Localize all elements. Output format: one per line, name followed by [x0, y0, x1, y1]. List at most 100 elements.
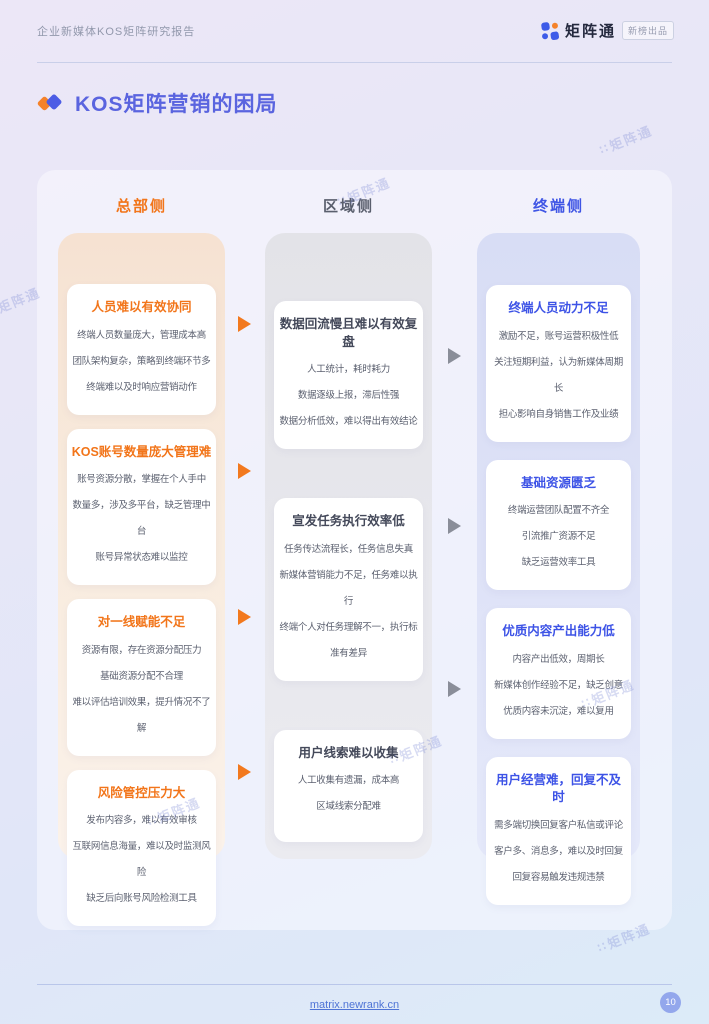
card-list: 人员难以有效协同 终端人员数量庞大，管理成本高团队架构复杂，策略到终端环节多终端…	[58, 233, 225, 926]
card-title: 宣发任务执行效率低	[292, 514, 405, 528]
double-diamond-icon	[36, 91, 64, 115]
arrow-right-icon	[238, 463, 251, 479]
card-body: 资源有限，存在资源分配压力基础资源分配不合理难以评估培训效果，提升情况不了解	[71, 638, 212, 742]
card-title: 用户线索难以收集	[298, 745, 399, 760]
card-text-line: 内容产出低效，周期长	[512, 653, 605, 665]
arrow-right-icon	[238, 316, 251, 332]
card-text-line: 终端运营团队配置不齐全	[507, 505, 610, 516]
card-text-line: 终端人员数量庞大，管理成本高	[77, 329, 206, 341]
card-text-line: 账号资源分散，掌握在个人手中	[77, 474, 206, 485]
problem-card: 用户经营难，回复不及时 需多端切换回复客户私信或评论客户多、消息多，难以及时回复…	[486, 756, 631, 905]
column-headers: 总部侧 区域侧 终端侧	[37, 170, 672, 216]
card-text-line: 缺乏后向账号风险检测工具	[86, 893, 197, 904]
card-body: 激励不足，账号运营积极性低关注短期利益，认为新媒体周期长担心影响自身销售工作及业…	[490, 324, 627, 428]
card-text-line: 缺乏运营效率工具	[521, 557, 596, 568]
watermark: ∷矩阵通	[597, 123, 655, 157]
problem-card: 用户线索难以收集 人工收集有遗漏，成本高区域线索分配难	[274, 729, 423, 842]
card-text-line: 引流推广资源不足	[521, 531, 596, 542]
card-list: 数据回流慢且难以有效复盘 人工统计，耗时耗力数据逐级上报，滞后性强数据分析低效，…	[265, 233, 432, 842]
problem-card: 数据回流慢且难以有效复盘 人工统计，耗时耗力数据逐级上报，滞后性强数据分析低效，…	[274, 301, 423, 449]
brand-name: 矩阵通	[564, 23, 616, 40]
footer-divider	[37, 984, 672, 985]
problem-card: 宣发任务执行效率低 任务传达流程长，任务信息失真新媒体营销能力不足，任务难以执行…	[274, 498, 423, 681]
card-body: 终端人员数量庞大，管理成本高团队架构复杂，策略到终端环节多终端难以及时响应营销动…	[71, 323, 212, 401]
card-text-line: 客户多、消息多，难以及时回复	[494, 845, 623, 857]
card-body: 需多端切换回复客户私信或评论客户多、消息多，难以及时回复回复容易触发违规违禁	[490, 813, 627, 891]
card-text-line: 新媒体营销能力不足，任务难以执行	[279, 569, 418, 607]
arrow-right-icon	[238, 764, 251, 780]
card-text-line: 数量多，涉及多平台，缺乏管理中台	[72, 500, 211, 537]
footer-link-wrap: matrix.newrank.cn	[0, 999, 709, 1011]
page-number-badge: 10	[660, 992, 681, 1013]
card-body: 账号资源分散，掌握在个人手中数量多，涉及多平台，缺乏管理中台账号异常状态难以监控	[71, 467, 212, 571]
matrix-logo-icon	[541, 21, 559, 40]
card-text-line: 数据逐级上报，滞后性强	[297, 390, 400, 401]
card-text-line: 发布内容多，难以有效审核	[86, 815, 197, 826]
arrow-gutter-right	[432, 233, 477, 859]
card-text-line: 任务传达流程长，任务信息失真	[284, 543, 413, 555]
column-header-region: 区域侧	[322, 198, 374, 215]
card-body: 人工收集有遗漏，成本高区域线索分配难	[278, 768, 419, 820]
card-text-line: 数据分析低效，难以得出有效结论	[279, 416, 418, 427]
card-text-line: 优质内容未沉淀，难以复用	[503, 705, 614, 717]
arrow-right-icon	[447, 348, 461, 364]
problem-card: 优质内容产出能力低 内容产出低效，周期长新媒体创作经验不足，缺乏创意优质内容未沉…	[486, 608, 631, 739]
problem-card: KOS账号数量庞大管理难 账号资源分散，掌握在个人手中数量多，涉及多平台，缺乏管…	[67, 428, 216, 585]
card-text-line: 账号异常状态难以监控	[95, 552, 188, 563]
card-text-line: 关注短期利益，认为新媒体周期长	[494, 356, 623, 394]
card-body: 发布内容多，难以有效审核互联网信息海量，难以及时监测风险缺乏后向账号风险检测工具	[71, 808, 212, 912]
card-title: 风险管控压力大	[97, 785, 186, 800]
matrix-logo-icon: ∷	[597, 140, 610, 157]
card-text-line: 新媒体创作经验不足，缺乏创意	[494, 679, 623, 691]
card-body: 内容产出低效，周期长新媒体创作经验不足，缺乏创意优质内容未沉淀，难以复用	[490, 647, 627, 725]
arrow-right-icon	[447, 518, 461, 534]
brand-lockup: 矩阵通 新榜出品	[541, 20, 674, 41]
columns-row: 人员难以有效协同 终端人员数量庞大，管理成本高团队架构复杂，策略到终端环节多终端…	[37, 233, 672, 926]
header-divider	[37, 62, 672, 63]
brand-badge: 新榜出品	[621, 21, 674, 40]
card-title: 优质内容产出能力低	[502, 624, 615, 638]
card-text-line: 互联网信息海量，难以及时监测风险	[72, 841, 211, 878]
column-headquarters: 人员难以有效协同 终端人员数量庞大，管理成本高团队架构复杂，策略到终端环节多终端…	[58, 233, 225, 926]
problem-card: 人员难以有效协同 终端人员数量庞大，管理成本高团队架构复杂，策略到终端环节多终端…	[67, 284, 216, 415]
problem-card: 基础资源匮乏 终端运营团队配置不齐全引流推广资源不足缺乏运营效率工具	[486, 459, 631, 590]
card-title: 人员难以有效协同	[91, 300, 192, 314]
column-header-terminal: 终端侧	[532, 198, 584, 215]
title-row: KOS矩阵营销的困局	[36, 88, 278, 118]
card-text-line: 团队架构复杂，策略到终端环节多	[72, 355, 211, 367]
card-text-line: 人工收集有遗漏，成本高	[297, 775, 400, 786]
card-body: 人工统计，耗时耗力数据逐级上报，滞后性强数据分析低效，难以得出有效结论	[278, 357, 419, 435]
card-text-line: 终端个人对任务理解不一，执行标准有差异	[279, 621, 418, 659]
page-title: KOS矩阵营销的困局	[75, 93, 278, 116]
arrow-right-icon	[447, 681, 461, 697]
page-header: 企业新媒体KOS矩阵研究报告 矩阵通 新榜出品	[37, 20, 674, 41]
card-list: 终端人员动力不足 激励不足，账号运营积极性低关注短期利益，认为新媒体周期长担心影…	[477, 233, 640, 905]
card-text-line: 人工统计，耗时耗力	[307, 364, 390, 375]
card-title: 用户经营难，回复不及时	[495, 772, 621, 805]
footer-link[interactable]: matrix.newrank.cn	[309, 999, 400, 1011]
card-text-line: 需多端切换回复客户私信或评论	[494, 819, 623, 831]
card-text-line: 资源有限，存在资源分配压力	[81, 644, 202, 656]
card-title: 终端人员动力不足	[508, 301, 609, 315]
card-text-line: 基础资源分配不合理	[100, 670, 183, 682]
card-body: 任务传达流程长，任务信息失真新媒体营销能力不足，任务难以执行终端个人对任务理解不…	[278, 537, 419, 667]
problem-card: 风险管控压力大 发布内容多，难以有效审核互联网信息海量，难以及时监测风险缺乏后向…	[67, 769, 216, 926]
problem-card: 终端人员动力不足 激励不足，账号运营积极性低关注短期利益，认为新媒体周期长担心影…	[486, 285, 631, 442]
card-title: KOS账号数量庞大管理难	[71, 444, 212, 459]
matrix-dilemma-panel: 总部侧 区域侧 终端侧 人员难以有效协同 终端人员数量庞大，管理成本高团队架构复…	[37, 170, 672, 930]
card-text-line: 区域线索分配难	[316, 801, 381, 812]
card-text-line: 难以评估培训效果，提升情况不了解	[72, 696, 211, 734]
report-title: 企业新媒体KOS矩阵研究报告	[37, 25, 196, 38]
card-title: 数据回流慢且难以有效复盘	[279, 317, 418, 349]
arrow-right-icon	[238, 609, 251, 625]
card-text-line: 担心影响自身销售工作及业绩	[498, 408, 619, 420]
arrow-gutter-left	[225, 233, 265, 859]
card-body: 终端运营团队配置不齐全引流推广资源不足缺乏运营效率工具	[490, 498, 627, 576]
card-text-line: 回复容易触发违规违禁	[512, 871, 605, 883]
problem-card: 对一线赋能不足 资源有限，存在资源分配压力基础资源分配不合理难以评估培训效果，提…	[67, 599, 216, 756]
matrix-logo-icon: ∷	[595, 938, 608, 955]
column-region: 数据回流慢且难以有效复盘 人工统计，耗时耗力数据逐级上报，滞后性强数据分析低效，…	[265, 233, 432, 859]
card-text-line: 终端难以及时响应营销动作	[86, 381, 197, 393]
column-header-headquarters: 总部侧	[115, 198, 167, 215]
